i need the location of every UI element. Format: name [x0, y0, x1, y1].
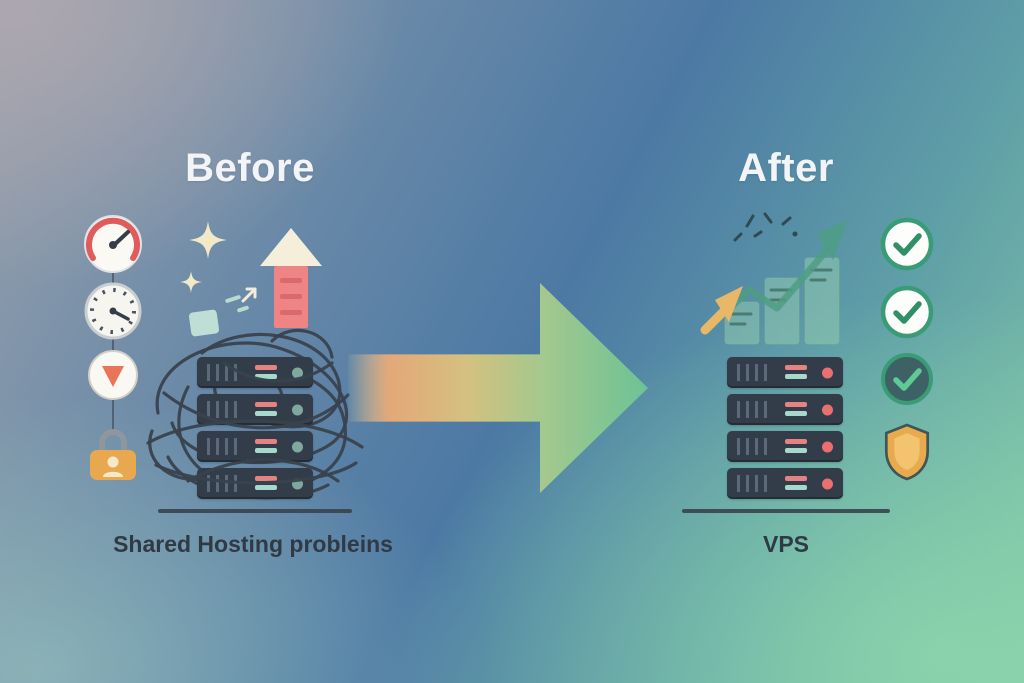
server-leds: [785, 365, 807, 379]
padlock-icon: [83, 420, 143, 489]
warning-gauge-icon: [85, 347, 141, 408]
speedometer-icon: [81, 212, 145, 281]
server-leds: [785, 402, 807, 416]
server-vents: [737, 438, 771, 455]
server-unit: [197, 431, 313, 462]
power-dot: [822, 478, 833, 489]
ground-line-left: [158, 509, 352, 513]
power-dot: [292, 367, 303, 378]
server-unit: [727, 357, 843, 388]
cables-front-icon: [146, 361, 364, 485]
server-vents: [737, 401, 771, 418]
mini-up-right-arrow-icon: [240, 284, 260, 309]
power-dot: [292, 478, 303, 489]
power-dot: [822, 441, 833, 452]
gauge-icon: [83, 281, 143, 346]
server-leds: [255, 402, 277, 416]
server-unit: [197, 357, 313, 388]
check-icon-1: [879, 216, 935, 277]
before-caption: Shared Hosting probleins: [113, 531, 393, 557]
shield-icon: [880, 422, 934, 487]
server-unit: [727, 431, 843, 462]
after-title: After: [738, 146, 834, 190]
server-leds: [785, 439, 807, 453]
tangled-server-stack: [130, 295, 380, 520]
server-vents: [207, 401, 241, 418]
sparkle-icon: [189, 221, 227, 264]
ground-line-right: [682, 509, 890, 513]
check-icon-filled: [879, 351, 935, 412]
up-arrow-icon: [258, 226, 324, 337]
server-leds: [785, 476, 807, 490]
server-leds: [255, 476, 277, 490]
after-caption: VPS: [762, 531, 810, 557]
server-leds: [255, 365, 277, 379]
server-unit: [727, 468, 843, 499]
server-stack-after: [727, 357, 843, 505]
server-vents: [737, 475, 771, 492]
server-stack-before: [197, 357, 313, 505]
server-leds: [255, 439, 277, 453]
growth-chart-icon: [695, 206, 875, 353]
power-dot: [292, 441, 303, 452]
before-title: Before: [185, 146, 315, 190]
power-dot: [292, 404, 303, 415]
check-icon-2: [879, 284, 935, 345]
server-unit: [727, 394, 843, 425]
power-dot: [822, 404, 833, 415]
sparkle-icon-small: [180, 271, 202, 298]
right-arrow-gradient-icon: [348, 283, 648, 493]
power-dot: [822, 367, 833, 378]
server-vents: [207, 438, 241, 455]
server-vents: [737, 364, 771, 381]
